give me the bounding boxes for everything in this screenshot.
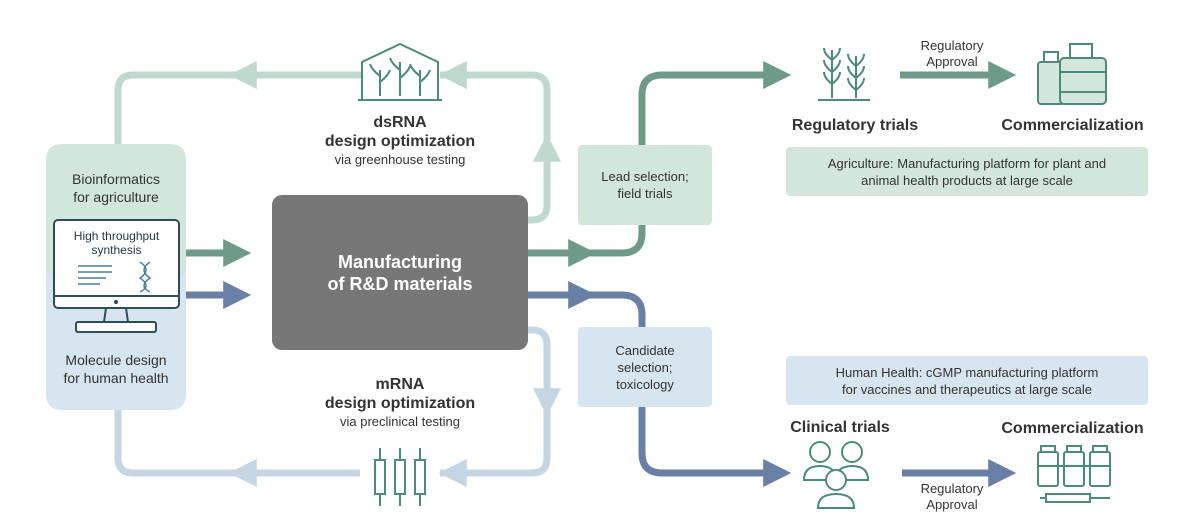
syringes-icon xyxy=(374,448,426,506)
left-top-label: Bioinformatics for agriculture xyxy=(72,171,160,205)
ag-platform-label: Agriculture: Manufacturing platform for … xyxy=(827,155,1107,188)
dna-icon xyxy=(138,261,152,293)
dsrna-label: dsRNA design optimization via greenhouse… xyxy=(324,114,476,167)
containers-icon xyxy=(1037,43,1107,105)
vials-icon xyxy=(1037,445,1111,503)
hh-commercial-label: Commercialization xyxy=(1001,420,1144,437)
hh-platform-label: Human Health: cGMP manufacturing platfor… xyxy=(835,364,1099,397)
monitor-label: High throughput synthesis xyxy=(73,229,160,257)
candidate-selection-box xyxy=(578,327,712,407)
center-box xyxy=(272,195,528,350)
wheat-icon xyxy=(818,47,870,101)
hh-platform-box xyxy=(786,356,1148,405)
greenhouse-icon xyxy=(358,42,442,101)
center-label: Manufacturing of R&D materials xyxy=(327,251,473,294)
hh-loop-line xyxy=(114,410,360,477)
ag-trials-label: Regulatory trials xyxy=(791,117,919,134)
hh-trials-label: Clinical trials xyxy=(790,419,890,436)
lead-selection-box xyxy=(578,145,712,225)
ag-approval-label: Regulatory Approval xyxy=(920,38,984,69)
monitor-icon xyxy=(53,219,180,333)
ag-platform-box xyxy=(786,147,1148,196)
people-icon xyxy=(802,441,870,509)
ag-loop-line xyxy=(114,71,364,150)
hh-approval-label: Regulatory Approval xyxy=(920,481,984,512)
candidate-selection-label: Candidate selection; toxicology xyxy=(615,342,675,392)
mrna-label: mRNA design optimization via preclinical… xyxy=(324,376,476,429)
left-bottom-label: Molecule design for human health xyxy=(63,352,169,386)
lead-selection-label: Lead selection; field trials xyxy=(601,169,689,201)
ag-commercial-label: Commercialization xyxy=(1001,117,1144,134)
